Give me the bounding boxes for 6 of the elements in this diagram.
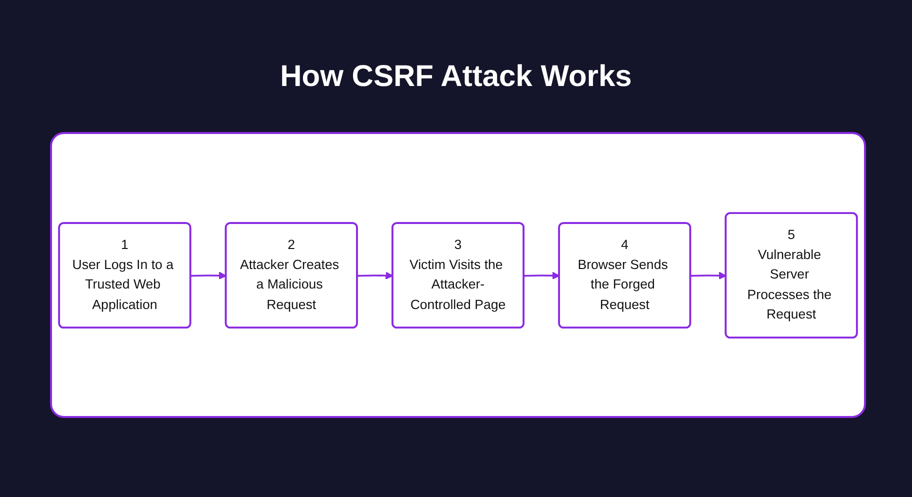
arrow [690, 271, 726, 280]
arrow [524, 271, 560, 280]
panel-background: 1 User Logs In to a Trusted Web Application 2 Attacker Creates a Malicious Request 3 Victim Visits the Attacker-Controlled Page 4 Browser Sends the Forged Request 5 Vulnerable Server Processes the Request [50, 132, 866, 418]
title: How CSRF Attack Works [279, 60, 633, 94]
arrow [357, 271, 394, 280]
arrow [190, 271, 227, 280]
